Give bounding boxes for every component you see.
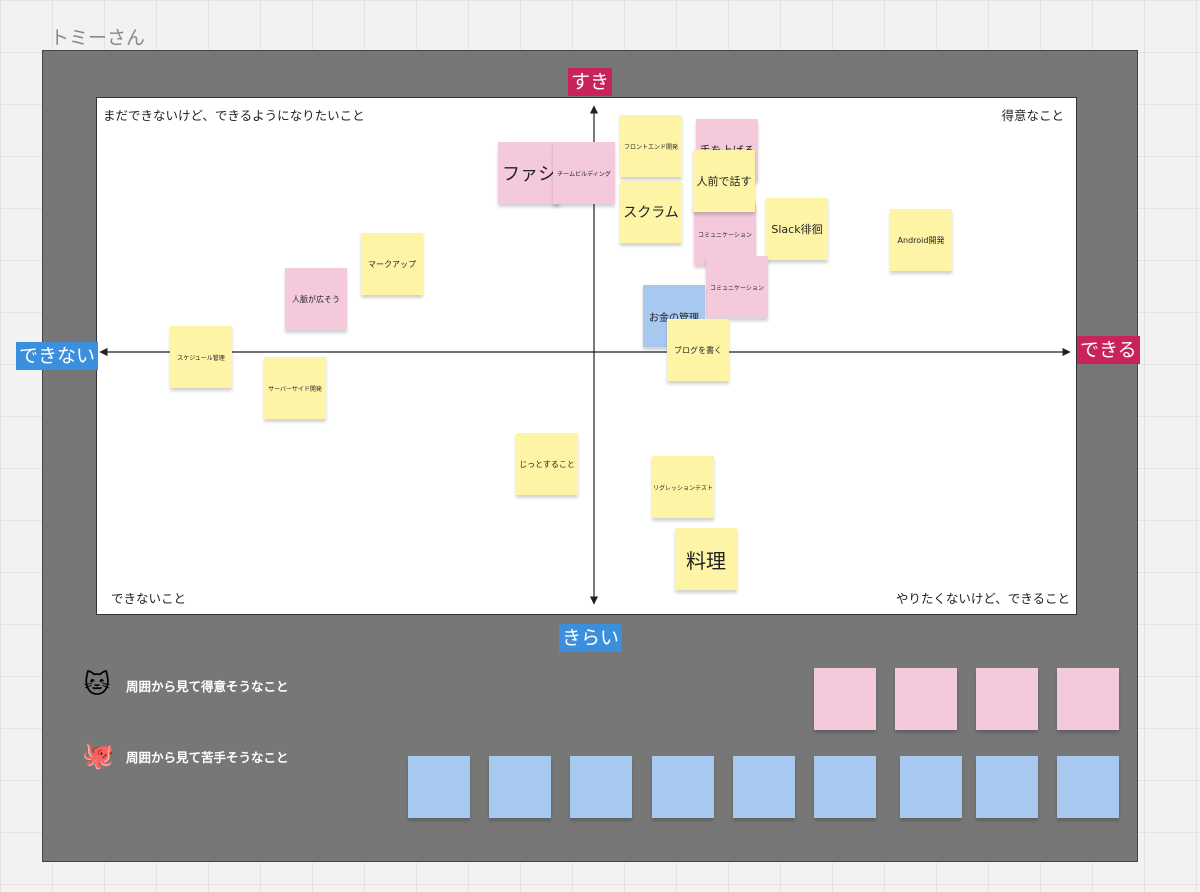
empty-blue-note[interactable] xyxy=(570,756,632,818)
empty-blue-note[interactable] xyxy=(489,756,551,818)
legend-row-good: 🐱 周囲から見て得意そうなこと xyxy=(82,670,289,700)
empty-pink-note[interactable] xyxy=(1057,668,1119,730)
legend-label-bad: 周囲から見て苦手そうなこと xyxy=(126,749,289,765)
quadrant-label-top-right: 得意なこと xyxy=(1001,108,1064,123)
quadrant-label-bottom-left: できないこと xyxy=(111,591,187,606)
empty-blue-note[interactable] xyxy=(652,756,714,818)
sticky-note-public-speaking[interactable]: 人前で話す xyxy=(693,150,755,212)
sticky-note-fashion[interactable]: ファシ xyxy=(498,142,560,204)
empty-blue-note[interactable] xyxy=(900,756,962,818)
quadrant-label-bottom-right: やりたくないけど、できること xyxy=(895,591,1070,606)
sticky-note-communication-1[interactable]: コミュニケーション xyxy=(694,203,756,265)
empty-blue-note[interactable] xyxy=(976,756,1038,818)
sticky-note-slack[interactable]: Slack徘徊 xyxy=(766,198,828,260)
axis-label-like: すき xyxy=(568,68,613,96)
sticky-note-sit-still[interactable]: じっとすること xyxy=(516,433,578,495)
sticky-note-server[interactable]: サーバーサイド開発 xyxy=(264,357,326,419)
empty-blue-note[interactable] xyxy=(814,756,876,818)
sticky-note-regression[interactable]: リグレッションテスト xyxy=(652,456,714,518)
empty-blue-note[interactable] xyxy=(733,756,795,818)
legend-row-bad: 🐙 周囲から見て苦手そうなこと xyxy=(82,741,289,771)
sticky-note-communication-2[interactable]: コミュニケーション xyxy=(706,256,768,318)
sticky-note-android[interactable]: Android開発 xyxy=(890,209,952,271)
sticky-note-scrum[interactable]: スクラム xyxy=(620,181,682,243)
sticky-note-blog[interactable]: ブログを書く xyxy=(667,319,729,381)
axis-label-can: できる xyxy=(1077,336,1140,364)
sticky-note-frontend[interactable]: フロントエンド開発 xyxy=(620,115,682,177)
axis-label-cannot: できない xyxy=(16,342,99,370)
sticky-note-teambuilding[interactable]: チームビルディング xyxy=(553,142,615,204)
empty-pink-note[interactable] xyxy=(976,668,1038,730)
empty-blue-note[interactable] xyxy=(1057,756,1119,818)
sticky-note-network[interactable]: 人脈が広そう xyxy=(285,268,347,330)
legend-label-good: 周囲から見て得意そうなこと xyxy=(126,678,289,694)
quadrant-label-top-left: まだできないけど、できるようになりたいこと xyxy=(103,108,365,123)
empty-pink-note[interactable] xyxy=(895,668,957,730)
axis-label-dislike: きらい xyxy=(559,624,623,652)
sticky-note-schedule[interactable]: スケジュール管理 xyxy=(170,326,232,388)
sticky-note-markup[interactable]: マークアップ xyxy=(361,233,423,295)
board-title: トミーさん xyxy=(50,27,146,49)
octopus-icon: 🐙 xyxy=(82,741,115,771)
cat-face-icon: 🐱 xyxy=(83,670,111,700)
sticky-note-cooking[interactable]: 料理 xyxy=(675,528,737,590)
empty-blue-note[interactable] xyxy=(408,756,470,818)
empty-pink-note[interactable] xyxy=(814,668,876,730)
